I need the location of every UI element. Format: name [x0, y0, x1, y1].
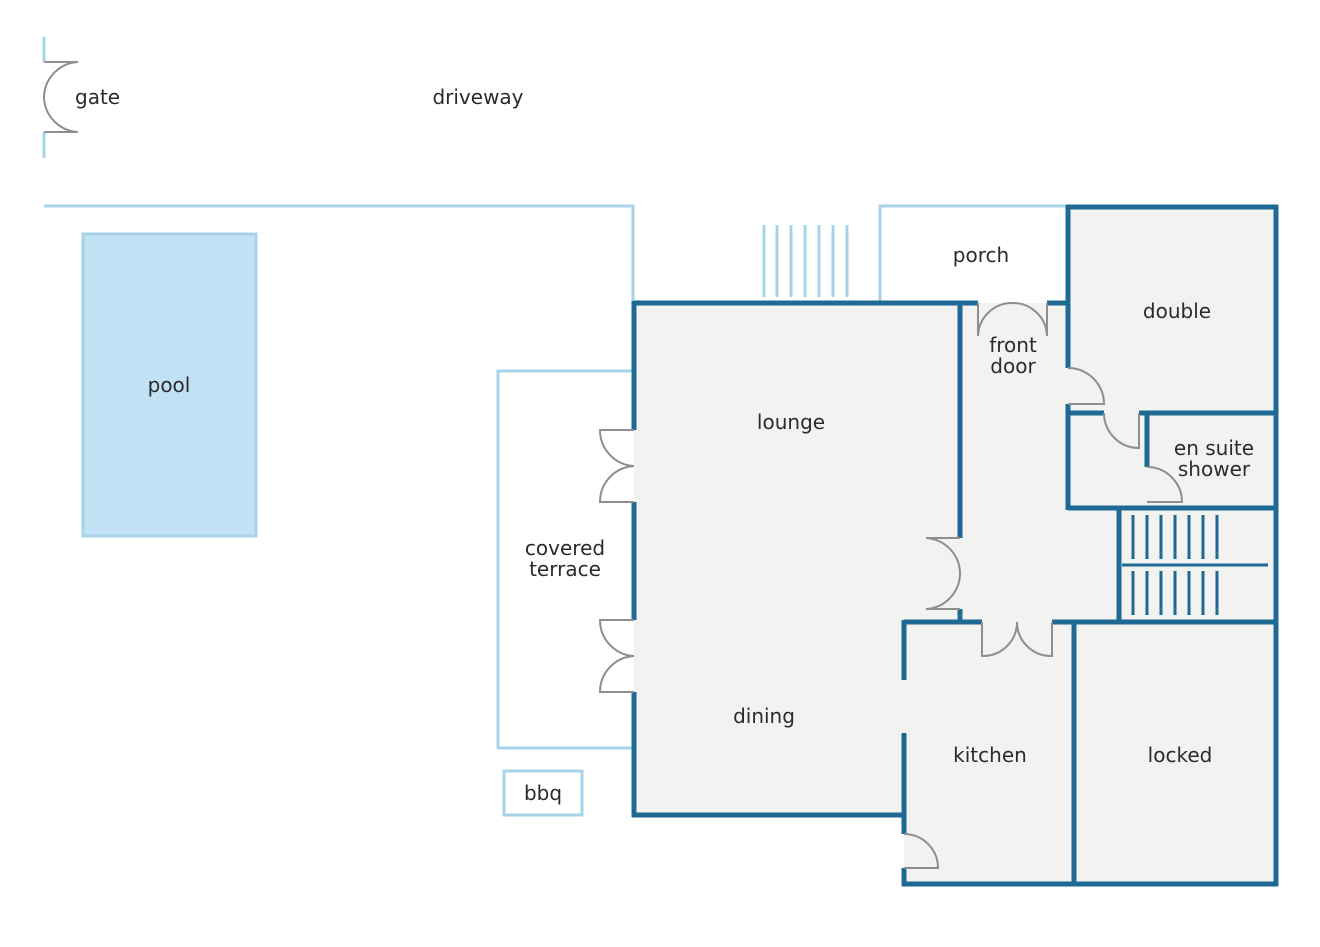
label-porch: porch	[953, 243, 1009, 267]
label-bbq: bbq	[524, 781, 562, 805]
label-front-door-line1: front	[989, 333, 1037, 357]
label-en-suite-line2: shower	[1178, 457, 1251, 481]
walls	[631, 204, 1279, 887]
label-covered-terrace-line2: terrace	[529, 557, 601, 581]
label-pool: pool	[148, 373, 191, 397]
label-front-door-line2: door	[990, 354, 1036, 378]
label-lounge: lounge	[757, 410, 825, 434]
label-locked: locked	[1148, 743, 1213, 767]
doors	[42, 61, 1184, 869]
label-gate: gate	[75, 85, 120, 109]
entry-steps	[762, 225, 849, 297]
label-double: double	[1143, 299, 1211, 323]
room-labels: gate driveway pool porch double front do…	[75, 85, 1254, 805]
label-en-suite-line1: en suite	[1174, 436, 1254, 460]
label-driveway: driveway	[432, 85, 523, 109]
label-kitchen: kitchen	[953, 743, 1027, 767]
interior-stairs	[1122, 515, 1268, 615]
label-covered-terrace-line1: covered	[525, 536, 605, 560]
pool	[81, 232, 258, 538]
outdoor-outlines	[42, 37, 1068, 817]
label-dining: dining	[733, 704, 795, 728]
